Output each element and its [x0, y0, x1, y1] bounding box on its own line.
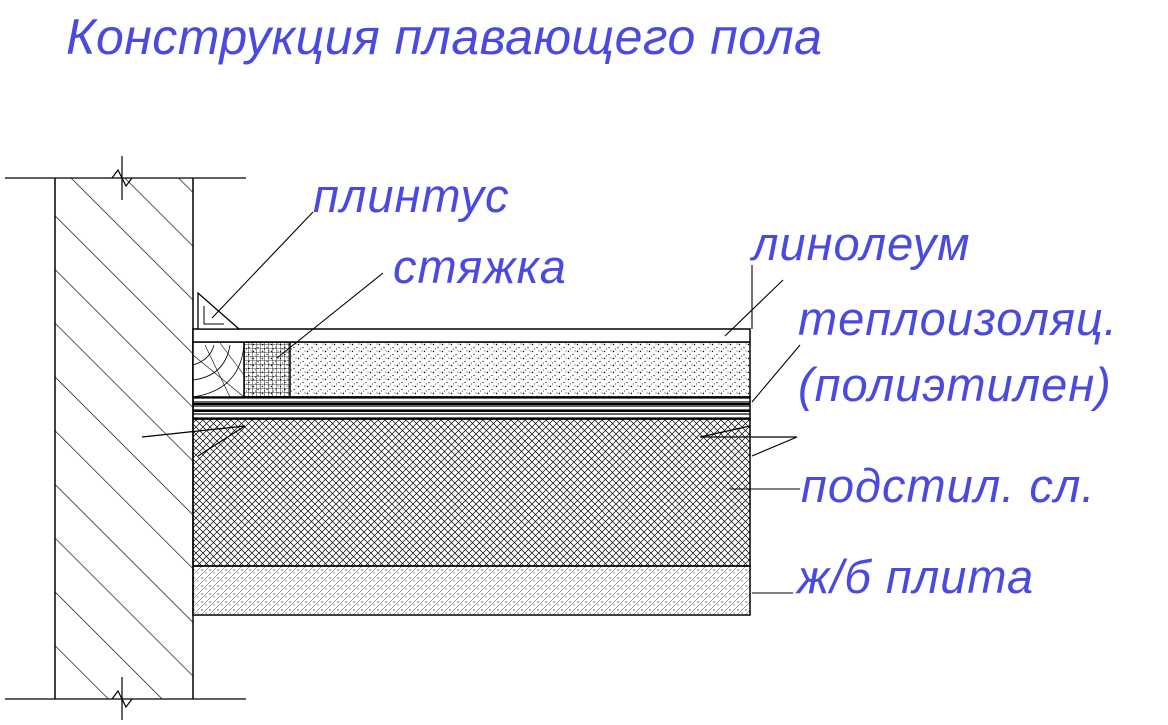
break-marks [141, 425, 798, 457]
label-polyethylene: (полиэтилен) [798, 358, 1112, 411]
label-plinth: плинтус [313, 169, 510, 222]
underlay-layer [192, 418, 751, 567]
label-underlay: подстил. сл. [801, 459, 1096, 512]
diagram-title: Конструкция плавающего пола [66, 9, 823, 65]
label-insulation: теплоизоляц. [798, 292, 1118, 345]
screed-grid-block [243, 341, 291, 398]
linoleum-layer [192, 328, 751, 343]
leader-lines [211, 211, 801, 594]
label-slab: ж/б плита [797, 550, 1035, 603]
slab-layer [192, 565, 751, 616]
label-linoleum: линолеум [752, 217, 971, 270]
edge-damper [192, 341, 245, 398]
insulation-layer [192, 396, 751, 420]
label-screed: стяжка [393, 240, 567, 293]
wall [5, 156, 246, 720]
